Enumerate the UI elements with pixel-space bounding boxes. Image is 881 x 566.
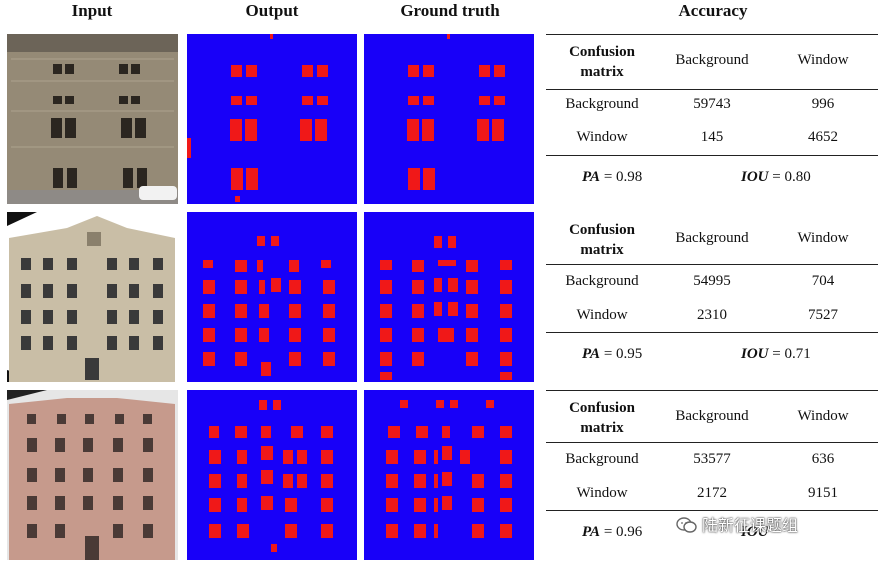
pa-label: PA xyxy=(582,524,601,540)
cell-win-win: 4652 xyxy=(808,129,838,145)
ground-truth-mask-1 xyxy=(364,34,534,204)
input-photo-3 xyxy=(7,390,178,560)
input-photo-1 xyxy=(7,34,178,204)
row-label-window: Window xyxy=(576,307,628,323)
cell-win-win: 7527 xyxy=(808,307,838,323)
col-header-window: Window xyxy=(797,408,849,424)
cell-bg-win: 996 xyxy=(811,96,835,112)
pa-label: PA xyxy=(582,346,601,362)
pa-label: PA xyxy=(582,169,601,185)
row-label-window: Window xyxy=(576,485,628,501)
iou-label: IOU xyxy=(741,346,769,362)
col-header-window: Window xyxy=(797,52,849,68)
cell-win-bg: 145 xyxy=(700,129,724,145)
pa-metric: PA = 0.96 xyxy=(582,524,642,541)
watermark: 陆新征课题组 xyxy=(676,512,798,536)
confusion-matrix-label: Confusion matrix xyxy=(569,400,635,436)
watermark-text: 陆新征课题组 xyxy=(702,516,799,535)
iou-value: = 0.71 xyxy=(772,346,811,362)
confusion-matrix-label: Confusion matrix xyxy=(569,44,635,80)
col-header-background: Background xyxy=(675,52,749,68)
cell-bg-bg: 53577 xyxy=(693,451,731,467)
input-header: Input xyxy=(71,1,113,20)
col-header-background: Background xyxy=(675,230,749,246)
cell-win-bg: 2172 xyxy=(697,485,727,501)
output-header: Output xyxy=(245,1,299,20)
pa-metric: PA = 0.98 xyxy=(582,169,642,186)
ground-truth-mask-2 xyxy=(364,212,534,382)
ground-truth-header: Ground truth xyxy=(400,1,500,20)
cell-bg-win: 704 xyxy=(811,273,835,289)
col-header-background: Background xyxy=(675,408,749,424)
cell-bg-bg: 59743 xyxy=(693,96,731,112)
row-label-background: Background xyxy=(565,451,639,467)
cell-bg-bg: 54995 xyxy=(693,273,731,289)
pa-metric: PA = 0.95 xyxy=(582,346,642,363)
accuracy-header: Accuracy xyxy=(678,1,748,20)
accuracy-table-1: Confusion matrix Background Window Backg… xyxy=(546,34,878,204)
ground-truth-mask-3 xyxy=(364,390,534,560)
pa-value: = 0.95 xyxy=(603,346,643,362)
row-label-background: Background xyxy=(565,273,639,289)
iou-metric: IOU xyxy=(741,524,769,541)
pa-value: = 0.98 xyxy=(603,169,643,185)
row-label-background: Background xyxy=(565,96,639,112)
output-mask-2 xyxy=(187,212,357,382)
wechat-icon xyxy=(676,516,698,534)
iou-value: = 0.80 xyxy=(772,169,811,185)
iou-label: IOU xyxy=(741,524,769,540)
cell-bg-win: 636 xyxy=(811,451,835,467)
cell-win-win: 9151 xyxy=(808,485,838,501)
row-label-window: Window xyxy=(576,129,628,145)
confusion-matrix-label: Confusion matrix xyxy=(569,222,635,258)
input-photo-2 xyxy=(7,212,178,382)
iou-label: IOU xyxy=(741,169,769,185)
accuracy-table-3: Confusion matrix Background Window Backg… xyxy=(546,390,878,560)
cell-win-bg: 2310 xyxy=(697,307,727,323)
col-header-window: Window xyxy=(797,230,849,246)
pa-value: = 0.96 xyxy=(603,524,643,540)
output-mask-1 xyxy=(187,34,357,204)
output-mask-3 xyxy=(187,390,357,560)
accuracy-table-2: Confusion matrix Background Window Backg… xyxy=(546,212,878,382)
iou-metric: IOU = 0.71 xyxy=(741,346,811,363)
iou-metric: IOU = 0.80 xyxy=(741,169,811,186)
